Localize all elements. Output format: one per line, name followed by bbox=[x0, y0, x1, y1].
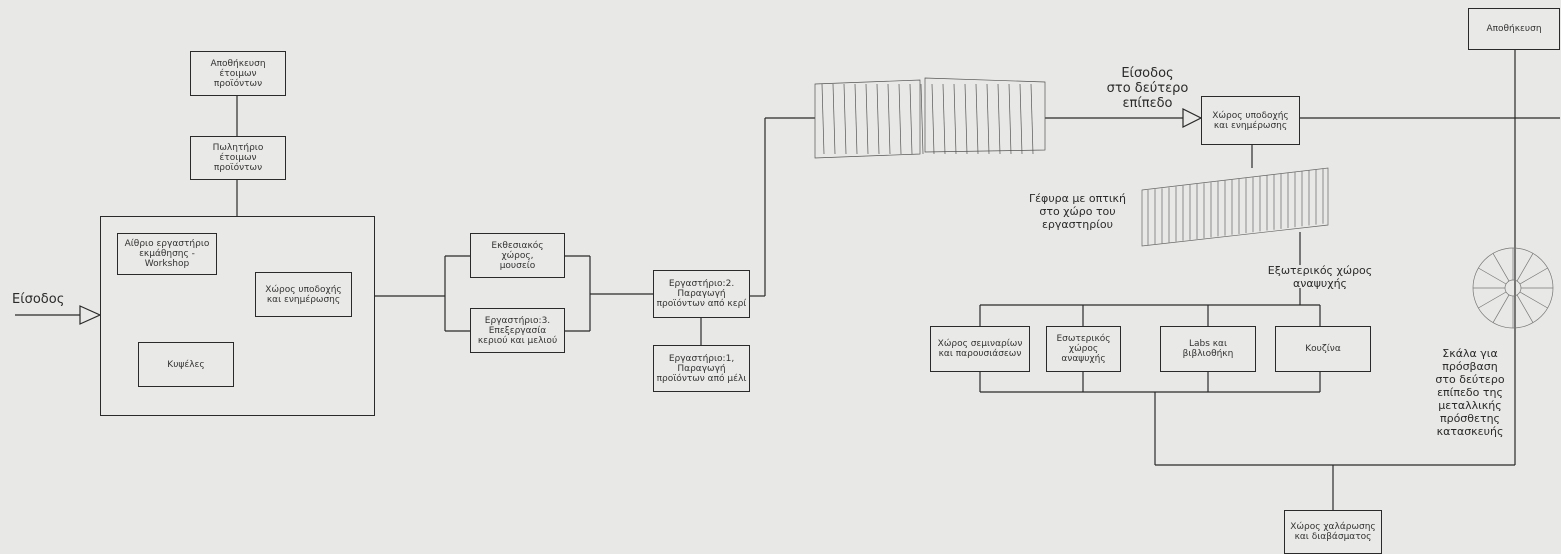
bridge-sketch bbox=[814, 77, 1046, 159]
kitchen-box: Κουζίνα bbox=[1275, 326, 1371, 372]
shop-finished-products-box: Πωλητήριο έτοιμων προϊόντων bbox=[190, 136, 286, 180]
seminars-box: Χώρος σεμιναρίων και παρουσιάσεων bbox=[930, 326, 1030, 372]
exhibition-box: Εκθεσιακός χώρος, μουσείο bbox=[470, 233, 565, 278]
indoor-relax-box: Εσωτερικός χώρος αναψυχής bbox=[1046, 326, 1121, 372]
outdoor-relax-label: Εξωτερικός χώρος αναψυχής bbox=[1267, 264, 1373, 290]
bridge-view-label: Γέφυρα με οπτική στο χώρο του εργαστηρίο… bbox=[1028, 192, 1127, 231]
workshop-3-box: Εργαστήριο:3. Επεξεργασία κεριού και μελ… bbox=[470, 308, 565, 353]
reception-box-2: Χώρος υποδοχής και ενημέρωσης bbox=[1201, 96, 1300, 145]
staircase-sketch bbox=[1472, 247, 1554, 329]
railing-sketch bbox=[1141, 167, 1329, 247]
entrance-label: Είσοδος bbox=[12, 292, 65, 307]
relax-reading-box: Χώρος χαλάρωσης και διαβάσματος bbox=[1284, 510, 1382, 554]
entrance-second-level-label: Είσοδος στο δεύτερο επίπεδο bbox=[1106, 66, 1189, 111]
workshop-1-box: Εργαστήριο:1, Παραγωγή προϊόντων από μέλ… bbox=[653, 345, 750, 392]
staircase-label: Σκάλα για πρόσβαση στο δεύτερο επίπεδο τ… bbox=[1435, 347, 1505, 438]
atrium-workshop-box: Αίθριο εργαστήριο εκμάθησης - Workshop bbox=[117, 233, 217, 275]
cells-box: Κυψέλες bbox=[138, 342, 234, 387]
labs-library-box: Labs και βιβλιοθήκη bbox=[1160, 326, 1256, 372]
storage-top-box: Αποθήκευση bbox=[1468, 8, 1560, 50]
workshop-2-box: Εργαστήριο:2. Παραγωγή προϊόντων από κερ… bbox=[653, 270, 750, 318]
storage-finished-products-box: Αποθήκευση έτοιμων προϊόντων bbox=[190, 51, 286, 96]
reception-box-1: Χώρος υποδοχής και ενημέρωσης bbox=[255, 272, 352, 317]
